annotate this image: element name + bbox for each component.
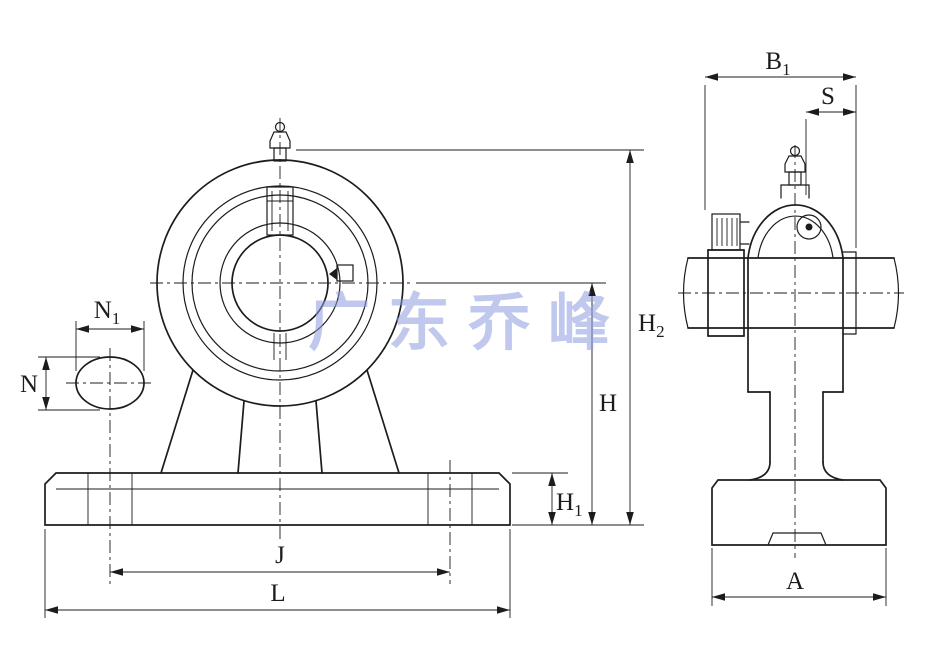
- setscrew-pointer-icon: [329, 268, 337, 280]
- setscrew-boss-body: [711, 213, 741, 251]
- dimension-J: J: [110, 542, 450, 576]
- dimension-B1: B1: [704, 48, 857, 248]
- dimension-S: S: [805, 83, 856, 195]
- bearing-inner-ring-circle: [219, 222, 341, 344]
- setscrew-hole-detail: [796, 214, 822, 240]
- grease-nipple-stem: [788, 171, 802, 186]
- housing-bore-circle: [182, 185, 378, 381]
- setscrew-detail-right: [329, 264, 354, 282]
- dimension-A: A: [711, 548, 887, 606]
- left-leg-inner-edge: [237, 400, 245, 474]
- dimension-H: H: [416, 282, 617, 525]
- dimension-label-b1: B1: [765, 48, 790, 79]
- side-view: [678, 145, 904, 558]
- dimension-label-h2: H2: [638, 310, 665, 341]
- grease-fitting-side: [780, 145, 810, 199]
- left-leg-outer-edge: [160, 369, 194, 474]
- dimension-label-n: N: [20, 371, 38, 398]
- base-bottom-notch: [767, 532, 827, 546]
- dimension-label-s: S: [821, 83, 835, 110]
- housing-outer-circle: [156, 159, 404, 407]
- front-view: [44, 118, 511, 584]
- setscrew-body: [266, 186, 294, 236]
- setscrew-hole-center: [805, 223, 813, 231]
- watermark: 广东乔峰: [308, 286, 628, 359]
- grease-fitting-front: [269, 121, 291, 162]
- dimension-label-a: A: [786, 568, 804, 595]
- dimension-label-n1: N1: [94, 297, 121, 328]
- shaft-left-end-arc: [682, 257, 689, 329]
- right-leg-inner-edge: [315, 400, 323, 474]
- housing-dome-outer-arc: [747, 204, 844, 259]
- dimension-H2: H2: [296, 149, 665, 526]
- base-front: [44, 472, 511, 526]
- dimension-label-j: J: [275, 542, 285, 569]
- setscrew-boss-side: [711, 213, 750, 251]
- bearing-outer-ring-circle: [191, 194, 369, 372]
- dimension-label-h1: H1: [556, 489, 583, 520]
- setscrew-hole-circle: [796, 214, 822, 240]
- shaft-right-end-arc: [893, 257, 900, 329]
- base-side: [711, 479, 887, 546]
- inner-ring-right-face: [842, 251, 857, 335]
- dimension-label-h: H: [599, 390, 617, 417]
- setscrew-detail-top: [266, 186, 294, 236]
- housing-dome-inner-arc: [757, 215, 834, 259]
- dimension-N1: N1: [75, 297, 145, 371]
- column-left-flare: [749, 461, 771, 481]
- dimension-L: L: [44, 529, 511, 618]
- dimension-H1: H1: [512, 472, 583, 525]
- dimension-label-l: L: [270, 580, 285, 607]
- dimension-N: N: [20, 356, 100, 411]
- grease-nipple-body: [784, 155, 806, 173]
- lube-hole-detail-bottom: [273, 333, 287, 360]
- grease-nipple-body: [269, 131, 291, 149]
- grease-nipple-stem: [273, 147, 287, 162]
- column-right-flare: [822, 461, 844, 481]
- right-leg-outer-edge: [366, 369, 400, 474]
